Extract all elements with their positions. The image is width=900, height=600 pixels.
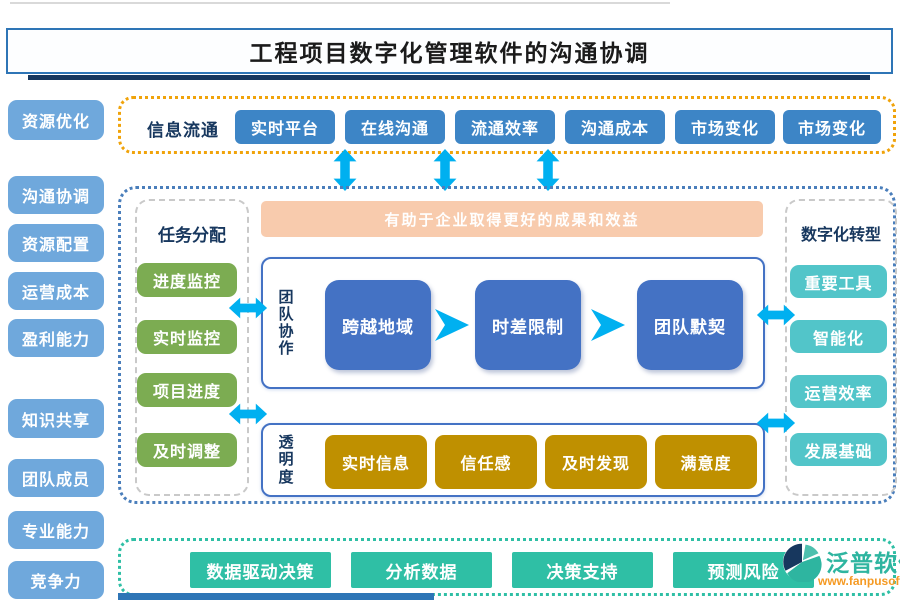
node-realtime-information: 实时信息 [325, 435, 427, 489]
vertical-double-arrow-2 [433, 149, 457, 191]
fanpu-logo[interactable]: 泛普软件 www.fanpusoft.com [782, 540, 900, 592]
fanpu-logo-url[interactable]: www.fanpusoft.com [818, 574, 900, 588]
node-online-communication: 在线沟通 [345, 110, 445, 144]
node-team-tacit-understanding: 团队默契 [637, 280, 743, 370]
sidebar-item-operating-cost: 运营成本 [8, 272, 104, 310]
sidebar-item-competitiveness: 竞争力 [8, 561, 104, 599]
sidebar-item-knowledge-sharing: 知识共享 [8, 399, 104, 438]
sidebar-item-professional-ability: 专业能力 [8, 511, 104, 549]
node-realtime-monitoring: 实时监控 [137, 320, 237, 354]
node-timely-adjustment: 及时调整 [137, 433, 237, 467]
top-divider [10, 2, 670, 4]
node-intelligence: 智能化 [790, 320, 887, 353]
fanpu-logo-icon [782, 542, 822, 582]
node-operation-efficiency: 运营效率 [790, 375, 887, 408]
digital-transformation-column: 数字化转型 [785, 199, 897, 496]
team-collaboration-label: 团队协作 [278, 288, 294, 358]
node-satisfaction: 满意度 [655, 435, 757, 489]
node-decision-support: 决策支持 [512, 552, 653, 588]
node-trust: 信任感 [435, 435, 537, 489]
digital-transformation-label: 数字化转型 [800, 227, 881, 244]
horizontal-double-arrow-right-1 [756, 304, 796, 326]
transparency-label: 透明度 [278, 434, 294, 486]
node-circulation-efficiency: 流通效率 [455, 110, 555, 144]
node-analyze-data: 分析数据 [351, 552, 492, 588]
horizontal-double-arrow-left-1 [228, 297, 268, 319]
sidebar-item-resource-optimization: 资源优化 [8, 100, 104, 140]
horizontal-double-arrow-left-2 [228, 403, 268, 425]
transparency-box: 透明度 实时信息 信任感 及时发现 满意度 [261, 423, 765, 497]
node-progress-monitoring: 进度监控 [137, 263, 237, 297]
central-section: 任务分配 进度监控 实时监控 项目进度 及时调整 有助于企业取得更好的成果和效益… [118, 186, 897, 504]
fanpu-logo-name: 泛普软件 [826, 550, 900, 576]
node-cross-region: 跨越地域 [325, 280, 431, 370]
sidebar-item-resource-allocation: 资源配置 [8, 224, 104, 262]
benefit-banner: 有助于企业取得更好的成果和效益 [261, 201, 763, 237]
chevron-arrow-2 [591, 309, 625, 341]
team-collaboration-box: 团队协作 跨越地域 时差限制 团队默契 [261, 257, 765, 389]
node-timezone-limit: 时差限制 [475, 280, 581, 370]
sidebar-item-profitability: 盈利能力 [8, 319, 104, 357]
vertical-double-arrow-1 [333, 149, 357, 191]
sidebar-item-communication-coordination: 沟通协调 [8, 176, 104, 214]
node-data-driven-decision: 数据驱动决策 [190, 552, 331, 588]
sidebar-item-team-members: 团队成员 [8, 459, 104, 497]
info-flow-section: 信息流通 实时平台 在线沟通 流通效率 沟通成本 市场变化 市场变化 [118, 96, 896, 154]
horizontal-double-arrow-right-2 [756, 412, 796, 434]
data-decision-section: 数据驱动决策 分析数据 决策支持 预测风险 [118, 538, 896, 596]
node-realtime-platform: 实时平台 [235, 110, 335, 144]
node-development-foundation: 发展基础 [790, 433, 887, 466]
chevron-arrow-1 [435, 309, 469, 341]
title-underline [28, 75, 870, 80]
page-title-text: 工程项目数字化管理软件的沟通协调 [249, 41, 650, 66]
page-title: 工程项目数字化管理软件的沟通协调 [6, 28, 893, 74]
task-allocation-column: 任务分配 [135, 199, 249, 496]
node-market-change-1: 市场变化 [675, 110, 775, 144]
task-allocation-label: 任务分配 [158, 226, 226, 245]
node-market-change-2: 市场变化 [783, 110, 881, 144]
bottom-divider-bar [118, 593, 434, 600]
node-project-progress: 项目进度 [137, 373, 237, 407]
node-important-tool: 重要工具 [790, 265, 887, 298]
node-communication-cost: 沟通成本 [565, 110, 665, 144]
info-flow-label: 信息流通 [147, 121, 219, 140]
node-timely-discovery: 及时发现 [545, 435, 647, 489]
vertical-double-arrow-3 [536, 149, 560, 191]
